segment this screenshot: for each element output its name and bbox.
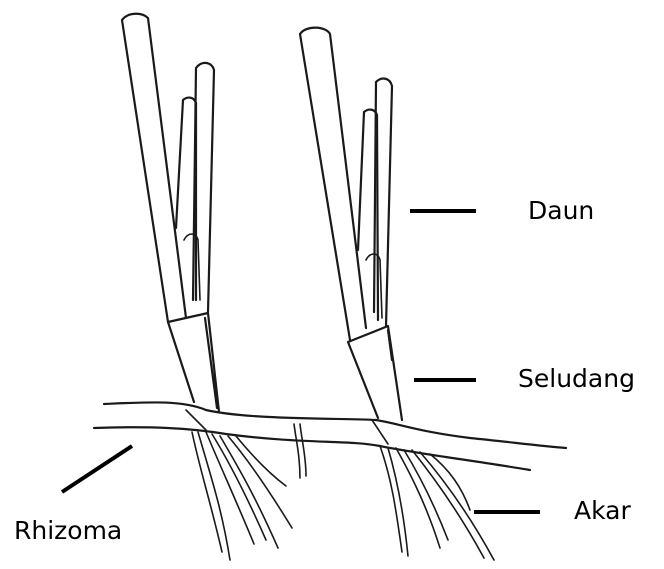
left-inner-fold bbox=[184, 234, 200, 300]
label-daun: Daun bbox=[528, 198, 594, 223]
rhizome bbox=[94, 402, 566, 470]
left-sheath bbox=[168, 313, 219, 412]
right-main-leaf bbox=[300, 28, 366, 340]
right-sheath bbox=[348, 326, 402, 420]
right-tiller bbox=[300, 28, 402, 420]
roots bbox=[192, 424, 494, 560]
left-tiller bbox=[122, 14, 219, 412]
label-akar: Akar bbox=[574, 498, 631, 523]
rhizoma-leader bbox=[62, 446, 132, 492]
label-rhizoma: Rhizoma bbox=[14, 518, 122, 543]
left-main-leaf bbox=[122, 14, 186, 322]
label-seludang: Seludang bbox=[518, 366, 635, 391]
